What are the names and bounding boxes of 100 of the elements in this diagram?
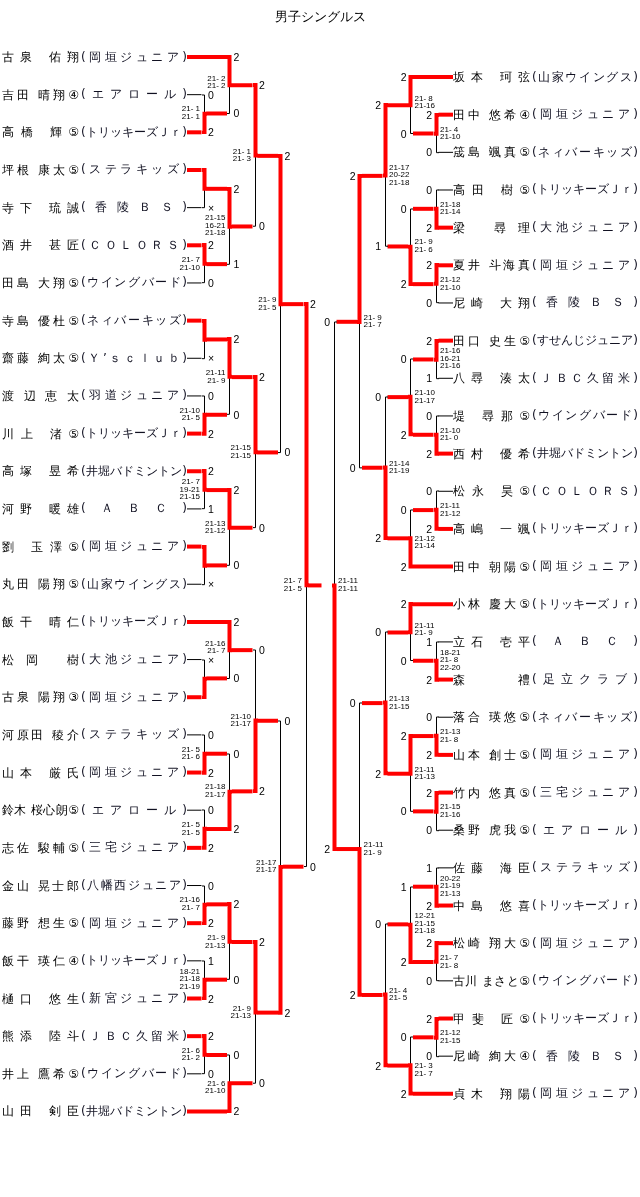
games-won: 2 [400,561,407,572]
games-won: 2 [310,299,316,310]
bracket-junction [408,508,413,569]
games-won: 2 [375,533,381,544]
club-name: (岡垣ジュニア) [81,915,187,931]
bracket-line [187,1034,202,1039]
game-score: 21-12 [205,526,226,535]
game-score: 21-17 [256,865,277,874]
games-won: 1 [375,241,381,252]
game-score: 21-14 [389,459,410,467]
game-score: 21-18 [205,229,226,237]
game-score: 21-19 [179,982,200,990]
bracket-line [206,337,227,342]
game-score: 21- 2 [207,81,226,90]
bracket-line [438,415,454,417]
bracket-line [257,450,278,455]
bracket-line [187,318,202,323]
games-won: × [208,654,215,665]
bracket-line [413,206,434,211]
games-won: 0 [208,1068,214,1079]
games-won: 1 [208,503,214,514]
bracket-line [438,377,454,379]
club-name: (岡垣ジュニア) [81,49,187,65]
games-won: 0 [426,1051,432,1062]
bracket-line [413,734,434,739]
game-score: 21-15 [230,451,251,459]
bracket-junction [408,357,413,437]
games-won: 2 [426,260,432,271]
bracket-line [187,243,202,248]
bracket-line [413,1035,434,1040]
player-name: 西村 優希 [453,445,530,462]
game-score: 21- 1 [181,105,200,113]
club-name: (ＪＢＣ久留米) [81,1028,187,1044]
game-score: 21- 6 [181,1046,200,1054]
games-won: 1 [426,636,432,647]
player-name: 樋口 悠生 [2,990,79,1007]
game-score: 16-21 [205,221,226,230]
bracket-junction [433,188,439,230]
game-score: 21-15 [389,702,410,710]
games-won: 0 [324,316,330,327]
bracket-line [206,563,227,568]
bracket-line [387,536,408,541]
bracket-line [438,641,454,643]
game-score: 21- 9 [207,933,226,941]
games-won: 0 [426,410,432,421]
bracket-line [206,262,227,267]
game-score: 21-13 [414,772,435,781]
bracket-line [413,282,434,287]
bracket-line [186,357,202,359]
games-won: 2 [284,1007,291,1018]
games-won: 2 [426,335,432,346]
game-score: 21- 8 [440,735,459,743]
bracket-junction [408,602,413,663]
bracket-line [438,225,453,230]
games-won: 2 [426,900,432,911]
bracket-line [186,809,202,811]
bracket-line [186,885,202,886]
bracket-line [362,701,383,706]
game-score: 21- 4 [389,986,408,994]
games-won: 0 [310,861,316,872]
game-score: 21- 5 [258,303,277,311]
player-name: 落合 瑛悠⑤ [453,709,530,726]
games-won: 2 [426,1013,432,1024]
bracket-line [187,544,202,549]
bracket-line [257,718,278,723]
player-name: 山田 剣臣 [2,1103,79,1120]
player-name: 山本 厳氏 [2,764,79,781]
game-score: 21-19 [440,881,461,890]
club-name: (井堀バドミントン) [532,446,638,462]
games-won: 0 [400,354,407,365]
bracket-junction [227,488,232,568]
bracket-junction [433,338,439,381]
bracket-junction [357,173,362,470]
games-won: 2 [426,222,432,233]
bracket-line [206,1053,227,1057]
bracket-junction [433,941,439,983]
club-name: (トリッキーズＪｒ) [81,614,187,630]
game-score: 21-15 [179,492,200,501]
player-name: 坪根 康太⑤ [2,161,79,178]
player-name: 志佐 駿輔⑤ [2,839,79,856]
player-name: 桑野 虎我⑤ [453,822,530,839]
club-name: (すせんじジュニア) [532,333,638,349]
bracket-line [438,490,454,492]
club-name: (ウイングバード) [532,973,638,989]
bracket-junction [227,55,232,116]
club-name: (大池ジュニア) [532,220,638,236]
game-score: 21-10 [179,406,200,414]
game-score: 21- 9 [232,1004,251,1012]
club-name: (山家ウイングス) [532,69,638,85]
bracket-line [438,302,454,304]
bracket-line [438,189,454,191]
player-name: 河野 暖雄 [2,500,79,517]
bracket-junction [201,883,207,926]
club-name: (ＪＢＣ久留米) [532,370,638,386]
player-name: 井上 鷹希⑤ [2,1065,79,1082]
player-name: 堤 尋那⑤ [453,407,530,424]
bracket-line [206,827,227,832]
game-score: 21- 7 [181,477,200,486]
game-score: 21-15 [205,214,226,222]
bracket-junction [408,734,413,814]
